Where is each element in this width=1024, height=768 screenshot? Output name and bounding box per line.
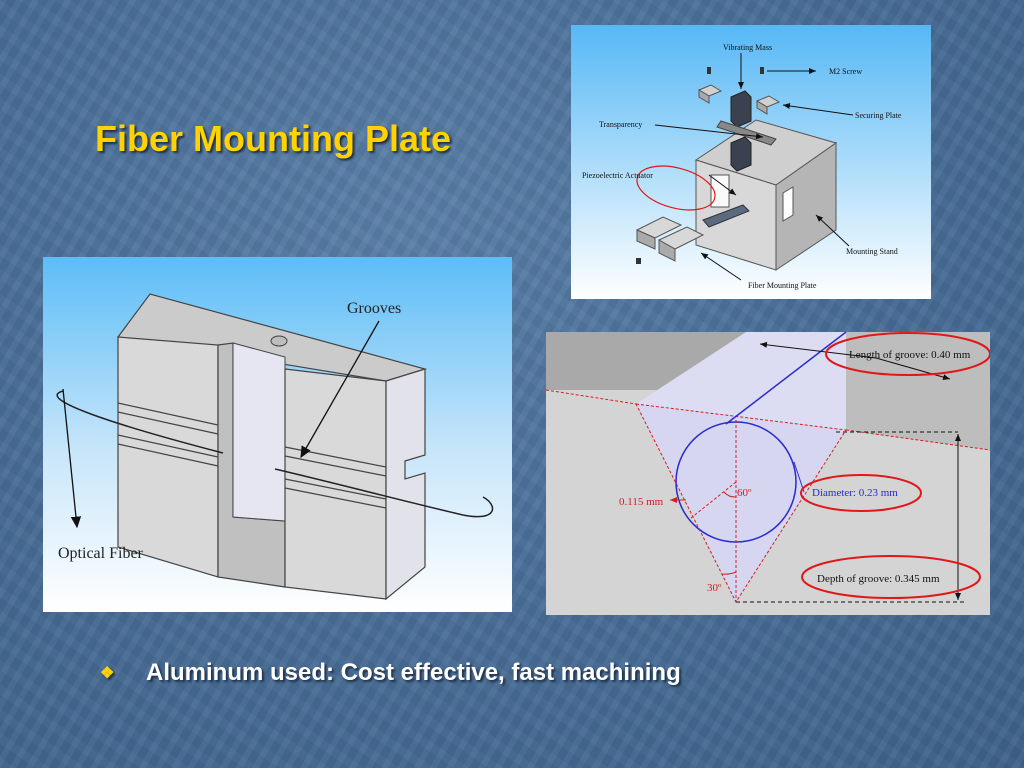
grooved-plate-image: Grooves Optical Fiber: [43, 257, 512, 612]
label-depth-of-groove: Depth of groove: 0.345 mm: [817, 573, 940, 585]
label-angle-60: 60º: [737, 487, 752, 499]
label-length-of-groove: Length of groove: 0.40 mm: [849, 349, 971, 361]
diameter-highlight-ellipse: [800, 474, 922, 512]
label-optical-fiber: Optical Fiber: [58, 545, 144, 562]
label-vibrating-mass: Vibrating Mass: [723, 43, 772, 52]
label-securing-plate: Securing Plate: [855, 111, 902, 120]
length-highlight-ellipse: [825, 332, 990, 376]
piezo-highlight-ellipse: [636, 165, 716, 211]
groove-v-shape: [635, 403, 847, 604]
label-grooves: Grooves: [347, 300, 401, 317]
label-fiber-mounting-plate: Fiber Mounting Plate: [748, 281, 817, 290]
label-transparency: Transparency: [599, 120, 642, 129]
label-angle-30: 30º: [707, 582, 722, 594]
slide-title: Fiber Mounting Plate: [95, 118, 451, 159]
bullet-item: ❖ Aluminum used: Cost effective, fast ma…: [100, 656, 681, 690]
label-mounting-stand: Mounting Stand: [846, 247, 898, 256]
label-piezoelectric-actuator: Piezoelectric Actuator: [582, 171, 653, 180]
depth-highlight-ellipse: [801, 555, 981, 599]
exploded-assembly-image: Vibrating Mass M2 Screw Securing Plate T…: [571, 25, 931, 299]
label-offset: 0.115 mm: [619, 496, 664, 508]
bullet-text: Aluminum used: Cost effective, fast mach…: [146, 659, 681, 686]
vibrating-mass-shape: [730, 90, 752, 128]
label-diameter: Diameter: 0.23 mm: [812, 487, 898, 499]
plate-left-block: [117, 336, 219, 578]
optical-fiber-line: [56, 390, 494, 518]
label-m2-screw: M2 Screw: [829, 67, 862, 76]
groove-cross-section-diagram: Length of groove: 0.40 mm Diameter: 0.23…: [546, 332, 990, 615]
diamond-bullet-icon: ❖: [100, 665, 115, 682]
